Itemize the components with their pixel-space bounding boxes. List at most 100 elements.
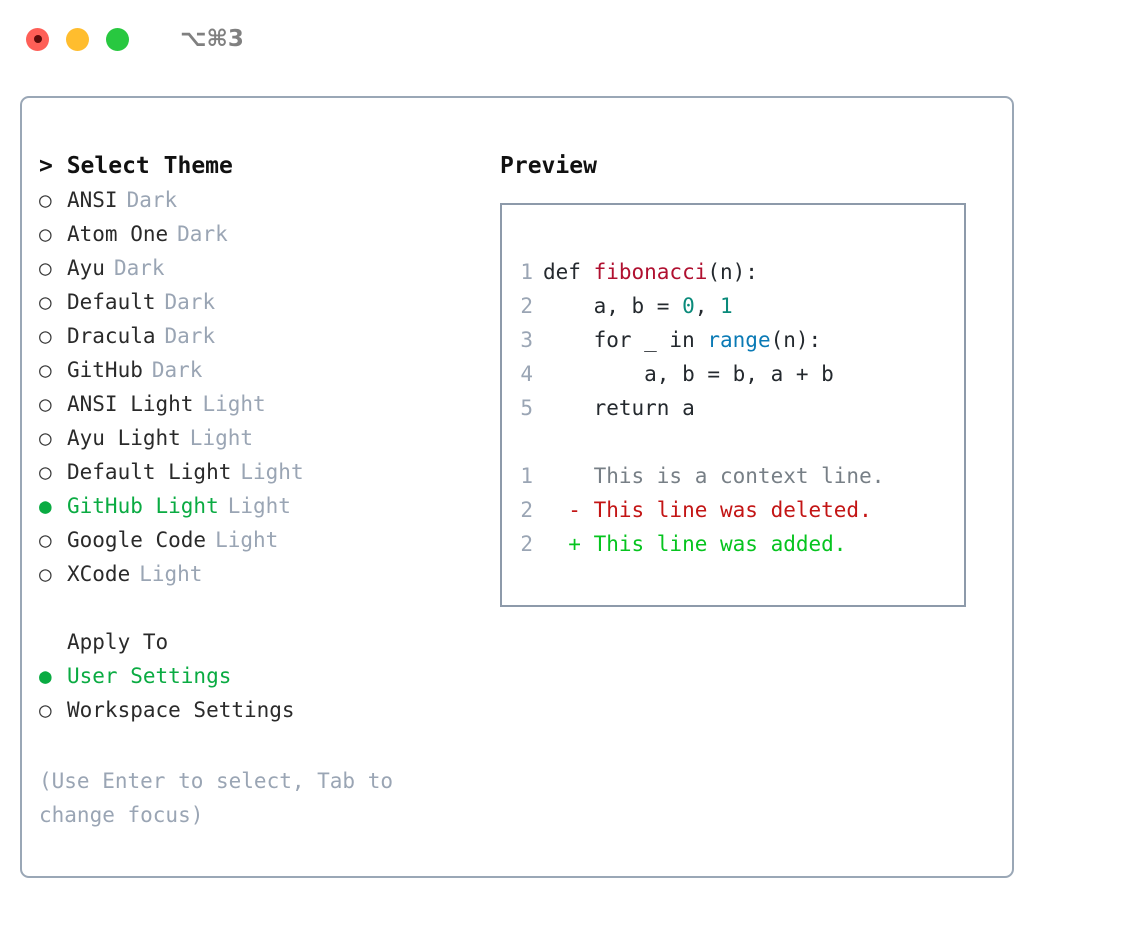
line-number: 1 (520, 464, 533, 488)
code-line-text: a, b = 0, 1 (543, 289, 733, 323)
theme-option-label: Ayu Light (67, 426, 181, 450)
theme-option[interactable]: ○ Ayu Light Light (39, 421, 489, 455)
theme-option-tag: Light (215, 528, 279, 552)
radio-selected-icon: ● (39, 494, 52, 518)
theme-option-label: Google Code (67, 528, 207, 552)
maximize-button[interactable] (106, 27, 129, 51)
radio-unselected-icon: ○ (39, 358, 52, 382)
radio-unselected-icon: ○ (39, 290, 52, 314)
radio-selected-icon: ● (39, 664, 52, 688)
minimize-button[interactable] (66, 27, 89, 51)
line-number: 5 (520, 396, 533, 420)
diff-line-text: This is a context line. (543, 464, 885, 488)
code-line: 2 a, b = 0, 1 (515, 289, 964, 323)
line-number: 2 (520, 294, 533, 318)
keyboard-shortcut-label: ⌥⌘3 (180, 25, 244, 52)
radio-unselected-icon: ○ (39, 392, 52, 416)
code-token-plain: a, b = b, a + b (543, 362, 834, 386)
theme-option-tag: Dark (151, 358, 203, 382)
diff-line-text: + This line was added. (543, 532, 847, 556)
window-controls (26, 27, 129, 51)
section-spacer (39, 591, 489, 625)
apply-to-list[interactable]: ● User Settings ○ Workspace Settings (39, 659, 489, 727)
radio-unselected-icon: ○ (39, 324, 52, 348)
apply-to-option[interactable]: ● User Settings (39, 659, 489, 693)
theme-option-label: GitHub Light (67, 494, 219, 518)
theme-option[interactable]: ○ Google Code Light (39, 523, 489, 557)
code-token-plain: def (543, 260, 594, 284)
code-token-plain: for _ in (543, 328, 708, 352)
radio-unselected-icon: ○ (39, 222, 52, 246)
theme-option[interactable]: ○ XCode Light (39, 557, 489, 591)
code-token-num: 1 (720, 294, 733, 318)
code-token-builtin: range (707, 328, 771, 352)
apply-to-option-label: User Settings (67, 664, 232, 688)
keyboard-hint-text: (Use Enter to select, Tab to change focu… (39, 769, 406, 827)
theme-option[interactable]: ○ GitHub Dark (39, 353, 489, 387)
theme-option-tag: Dark (164, 290, 216, 314)
code-token-plain: a, b = (543, 294, 683, 318)
diff-line: 2 + This line was added. (515, 527, 964, 561)
theme-option-label: Default Light (67, 460, 232, 484)
code-token-plain: return a (543, 396, 695, 420)
radio-unselected-icon: ○ (39, 562, 52, 586)
theme-option-tag: Dark (177, 222, 228, 246)
theme-option-label: Ayu (67, 256, 105, 280)
theme-option-tag: Light (227, 494, 291, 518)
theme-option[interactable]: ○ Dracula Dark (39, 319, 489, 353)
preview-heading: Preview (500, 153, 597, 179)
code-token-plain: , (694, 294, 721, 318)
radio-unselected-icon: ○ (39, 528, 52, 552)
radio-unselected-icon: ○ (39, 256, 52, 280)
theme-option-tag: Light (240, 460, 304, 484)
diff-sample: 1 This is a context line.2 - This line w… (515, 459, 964, 561)
radio-unselected-icon: ○ (39, 188, 52, 212)
line-number: 2 (520, 498, 533, 522)
line-number: 3 (520, 328, 533, 352)
code-token-fn: fibonacci (593, 260, 708, 284)
select-theme-heading: > Select Theme (39, 153, 233, 179)
theme-option[interactable]: ○ ANSI Light Light (39, 387, 489, 421)
theme-option-tag: Dark (164, 324, 216, 348)
code-token-plain: (n): (707, 260, 758, 284)
preview-column: Preview (500, 149, 990, 183)
code-line-text: for _ in range(n): (543, 323, 822, 357)
close-button[interactable] (26, 27, 49, 51)
theme-option-tag: Light (139, 562, 203, 586)
theme-option-label: ANSI Light (67, 392, 194, 416)
theme-option-label: Atom One (67, 222, 169, 246)
code-line: 5 return a (515, 391, 964, 425)
code-line-text: def fibonacci(n): (543, 255, 758, 289)
theme-option-tag: Dark (126, 188, 178, 212)
code-token-plain: (n): (770, 328, 822, 352)
line-number: 4 (520, 362, 533, 386)
radio-unselected-icon: ○ (39, 698, 52, 722)
code-line: 3 for _ in range(n): (515, 323, 964, 357)
theme-option-tag: Light (189, 426, 254, 450)
line-number: 1 (520, 260, 533, 284)
apply-to-option[interactable]: ○ Workspace Settings (39, 693, 489, 727)
code-token-num: 0 (682, 294, 695, 318)
code-diff-spacer (515, 425, 964, 459)
theme-option-label: XCode (67, 562, 131, 586)
theme-option[interactable]: ● GitHub Light Light (39, 489, 489, 523)
theme-option[interactable]: ○ Atom One Dark (39, 217, 489, 251)
theme-option-label: GitHub (67, 358, 143, 382)
apply-to-heading: Apply To (67, 630, 169, 654)
radio-unselected-icon: ○ (39, 426, 52, 450)
code-line: 1 def fibonacci(n): (515, 255, 964, 289)
theme-option-label: Dracula (67, 324, 156, 348)
diff-line: 2 - This line was deleted. (515, 493, 964, 527)
diff-line: 1 This is a context line. (515, 459, 964, 493)
theme-option-tag: Light (202, 392, 266, 416)
apply-to-option-label: Workspace Settings (67, 698, 295, 722)
